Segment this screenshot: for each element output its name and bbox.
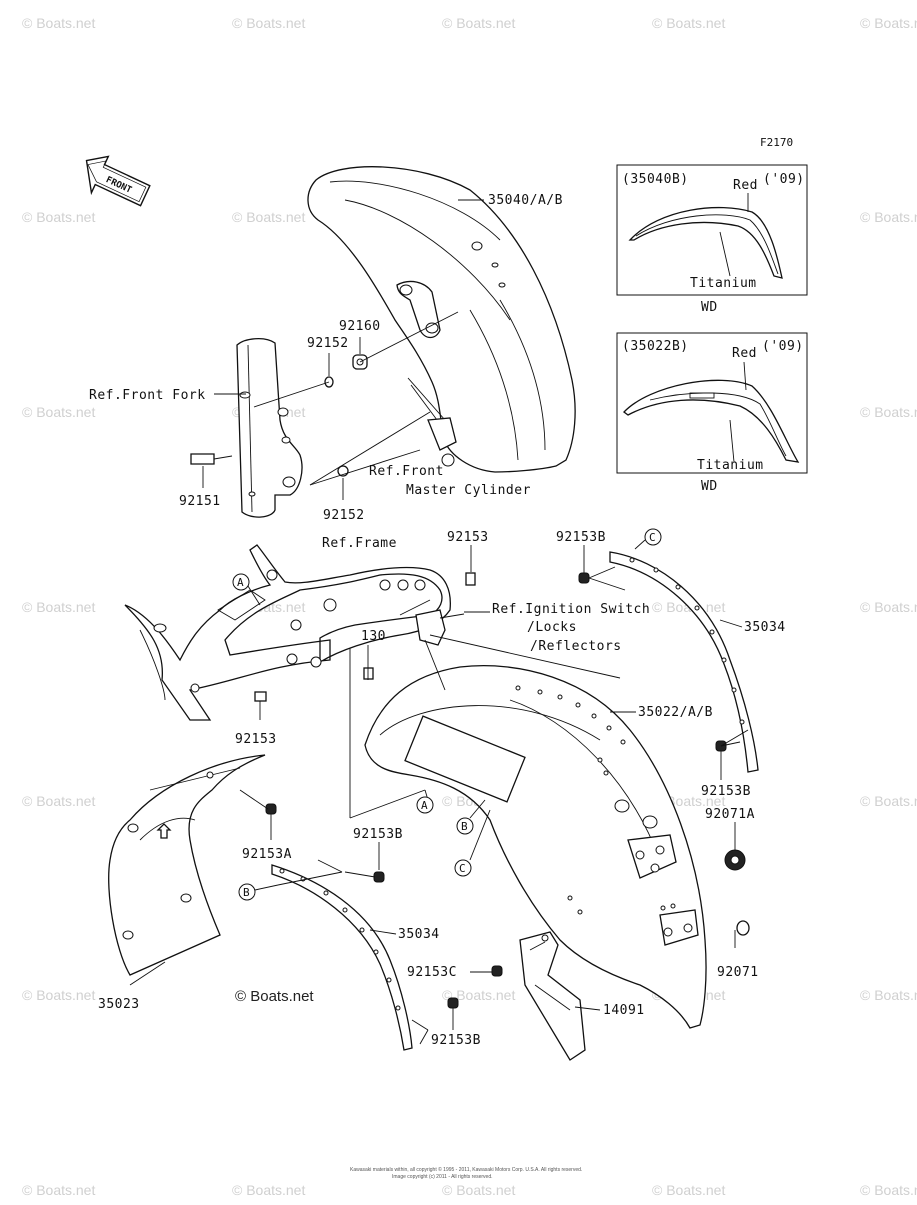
leader-lines-upper: [202, 199, 484, 500]
fasteners-lower: [254, 572, 750, 1009]
watermark: © Boats.net: [860, 209, 917, 225]
callout-b: B: [461, 820, 468, 833]
inset-titanium-label: Titanium: [690, 276, 757, 291]
part-label-92152-lower: 92152: [323, 508, 365, 523]
inset-year: ('09): [762, 339, 804, 354]
watermark: © Boats.net: [860, 404, 917, 420]
rail-35034-left: [271, 864, 413, 1051]
footer-line-2: Image copyright (c) 2011 - All rights re…: [392, 1174, 493, 1180]
watermark: © Boats.net: [860, 1182, 917, 1198]
inset-red-label: Red: [733, 178, 758, 193]
bracket-14091: [519, 931, 586, 1061]
callout-a: A: [237, 576, 244, 589]
frame: [124, 544, 451, 721]
callout-c: C: [649, 531, 656, 544]
callouts: A C A B C B: [232, 528, 662, 901]
part-label-92160: 92160: [339, 319, 381, 334]
inset-year: ('09): [763, 172, 805, 187]
watermark: © Boats.net: [22, 209, 95, 225]
part-label-92153B: 92153B: [556, 530, 606, 545]
watermark: © Boats.net: [860, 15, 917, 31]
watermark: © Boats.net: [22, 15, 95, 31]
inset-35022B: (35022B) ('09) Red Titanium WD: [616, 332, 808, 494]
ref-front-fork-label: Ref.Front Fork: [89, 388, 206, 403]
inset-35040B: (35040B) ('09) Red Titanium WD: [616, 164, 808, 315]
part-label-35040: 35040/A/B: [488, 193, 563, 208]
watermark: © Boats.net: [442, 1182, 515, 1198]
watermark: © Boats.net: [860, 599, 917, 615]
part-label-92153A: 92153A: [242, 847, 292, 862]
ref-master-cylinder-label-1: Ref.Front: [369, 464, 444, 479]
inset-code: (35022B): [622, 339, 689, 354]
watermark: © Boats.net: [22, 599, 95, 615]
watermark: © Boats.net: [232, 209, 305, 225]
watermark: © Boats.net: [860, 793, 917, 809]
watermark: © Boats.net: [860, 987, 917, 1003]
part-label-92153B-right: 92153B: [701, 784, 751, 799]
fasteners-upper: [190, 354, 457, 477]
watermark: © Boats.net: [442, 987, 515, 1003]
watermark: © Boats.net: [22, 404, 95, 420]
inset-caption: WD: [701, 479, 718, 494]
ignition-bracket: [415, 572, 476, 646]
part-label-92153B-bottom: 92153B: [431, 1033, 481, 1048]
watermark: © Boats.net: [22, 1182, 95, 1198]
inner-fender-35023: [108, 754, 266, 976]
front-fork: [236, 338, 303, 518]
watermark: © Boats.net: [442, 15, 515, 31]
part-label-92153: 92153: [447, 530, 489, 545]
figure-code: F2170: [760, 136, 793, 149]
inset-titanium-label: Titanium: [697, 458, 764, 473]
ref-ignition-label-2: /Locks: [527, 620, 577, 635]
part-label-92153C: 92153C: [407, 965, 457, 980]
front-arrow-icon: FRONT: [85, 155, 151, 207]
part-label-130: 130: [361, 629, 386, 644]
footer-line-1: Kawasaki materials within, all copyright…: [350, 1166, 582, 1173]
rail-35034-right: [609, 551, 759, 773]
watermark: © Boats.net: [232, 15, 305, 31]
ref-ignition-label-1: Ref.Ignition Switch: [492, 602, 650, 617]
copyright-mark: © Boats.net: [235, 988, 314, 1005]
part-label-14091: 14091: [603, 1003, 645, 1018]
inset-caption: WD: [701, 300, 718, 315]
part-label-35034-left: 35034: [398, 927, 440, 942]
callout-a: A: [421, 799, 428, 812]
part-label-92152: 92152: [307, 336, 349, 351]
part-label-92071: 92071: [717, 965, 759, 980]
part-label-35022: 35022/A/B: [638, 705, 713, 720]
inset-red-label: Red: [732, 346, 757, 361]
part-label-92071A: 92071A: [705, 807, 755, 822]
part-label-92153-lower: 92153: [235, 732, 277, 747]
part-label-35023: 35023: [98, 997, 140, 1012]
inset-code: (35040B): [622, 172, 689, 187]
ref-frame-label: Ref.Frame: [322, 536, 397, 551]
callout-c: C: [459, 862, 466, 875]
watermark: © Boats.net: [22, 793, 95, 809]
watermark: © Boats.net: [652, 15, 725, 31]
leader-lines-lower: [129, 539, 749, 1045]
part-label-92151: 92151: [179, 494, 221, 509]
ref-ignition-label-3: /Reflectors: [530, 639, 622, 654]
watermark: © Boats.net: [22, 987, 95, 1003]
rear-fender-35022: [364, 664, 707, 1029]
ref-master-cylinder-label-2: Master Cylinder: [406, 483, 531, 498]
part-label-35034: 35034: [744, 620, 786, 635]
callout-b: B: [243, 886, 250, 899]
part-label-92153B-mid: 92153B: [353, 827, 403, 842]
front-fender-35040: [307, 166, 576, 473]
watermark: © Boats.net: [652, 1182, 725, 1198]
watermark: © Boats.net: [232, 1182, 305, 1198]
